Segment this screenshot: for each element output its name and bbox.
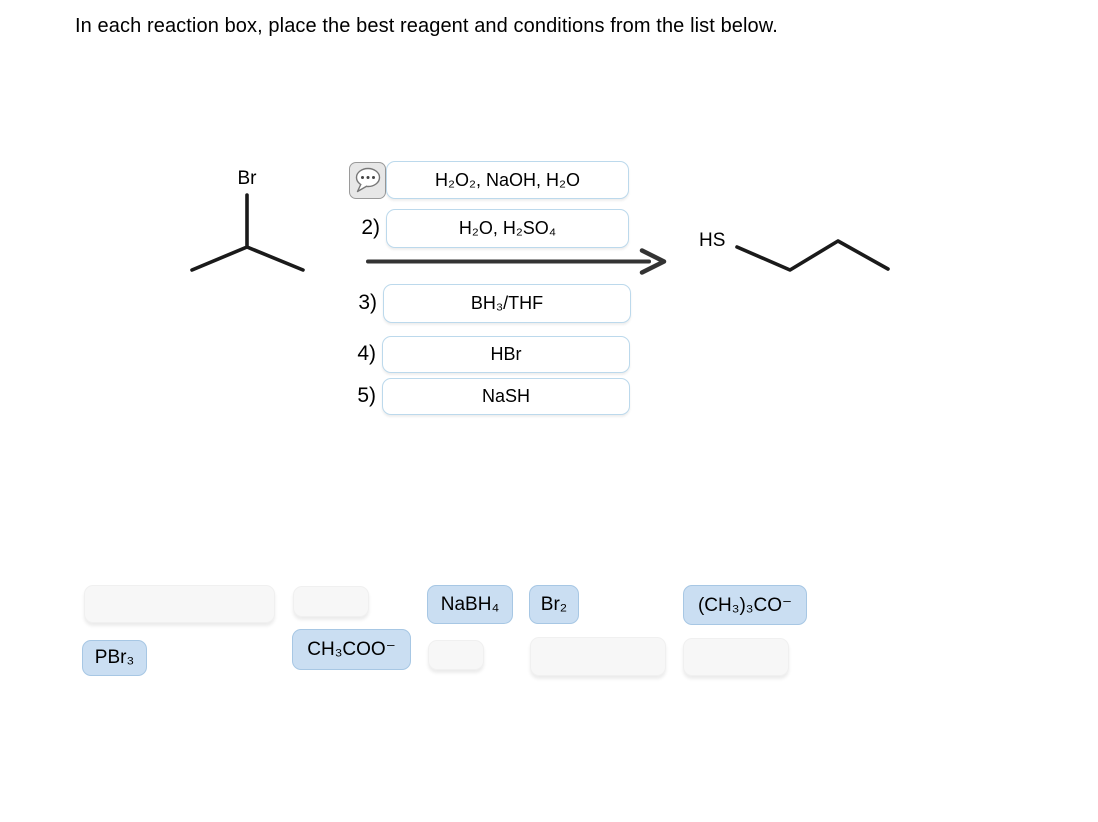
step-2-number: 2) [361, 215, 380, 239]
reaction-box-1[interactable]: H₂O₂, NaOH, H₂O [386, 161, 629, 199]
reaction-box-4[interactable]: HBr [382, 336, 630, 373]
reaction-box-5[interactable]: NaSH [382, 378, 630, 415]
reagent-chip-pbr3[interactable]: PBr₃ [82, 640, 147, 676]
product-hs-label: HS [699, 230, 726, 251]
reaction-box-3[interactable]: BH₃/THF [383, 284, 631, 323]
substrate-br-label: Br [237, 168, 257, 189]
empty-slot[interactable] [84, 585, 275, 623]
speech-bubble-ellipsis-icon [349, 162, 386, 199]
comment-bubble-icon[interactable] [349, 162, 386, 199]
reaction-arrow [366, 248, 667, 275]
reagent-chip-tbutoxide[interactable]: (CH₃)₃CO⁻ [683, 585, 807, 625]
step-4-number: 4) [357, 341, 376, 365]
step-5-number: 5) [357, 383, 376, 407]
reagent-chip-ch3coo[interactable]: CH₃COO⁻ [292, 629, 411, 670]
empty-slot[interactable] [683, 638, 789, 676]
reagent-chip-nabh4[interactable]: NaBH₄ [427, 585, 513, 624]
product-structure [735, 239, 890, 272]
step-3-number: 3) [358, 290, 377, 314]
empty-slot[interactable] [293, 586, 369, 617]
reaction-box-2[interactable]: H₂O, H₂SO₄ [386, 209, 629, 248]
empty-slot[interactable] [428, 640, 484, 670]
substrate-structure [190, 193, 305, 272]
reagent-chip-br2[interactable]: Br₂ [529, 585, 579, 624]
question-prompt: In each reaction box, place the best rea… [75, 15, 778, 37]
empty-slot[interactable] [530, 637, 666, 676]
